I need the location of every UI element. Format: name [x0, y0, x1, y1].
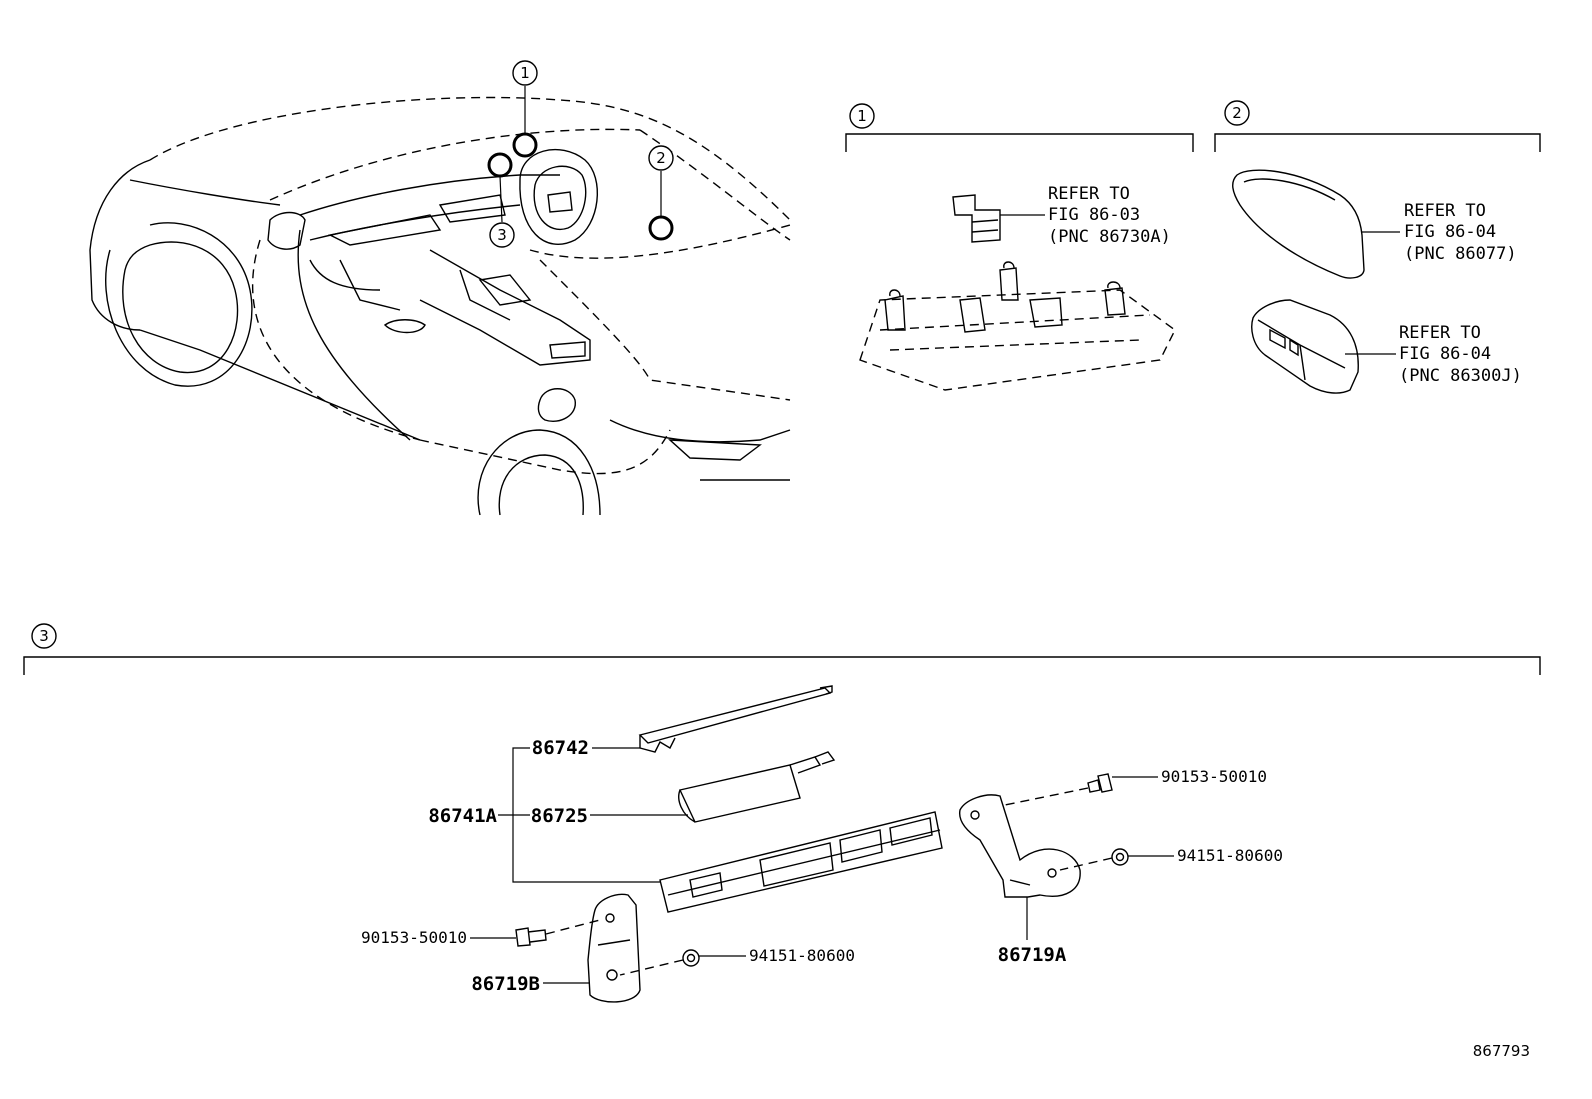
part-86719B-drawing	[587, 893, 641, 1003]
car-callout-1: 1	[512, 60, 538, 86]
section-2-refer-a-line1: REFER TO	[1404, 201, 1486, 221]
part-number-90153-right: 90153-50010	[1161, 767, 1267, 786]
car-callout-2: 2	[648, 145, 674, 171]
part-number-90153-left: 90153-50010	[361, 928, 467, 947]
section-2-refer-b-line1: REFER TO	[1399, 323, 1481, 343]
section-1-console-part	[859, 261, 1176, 391]
section-3-number: 3	[39, 627, 49, 645]
section-1-bracket	[845, 133, 1194, 152]
car-interior-illustration: 1 2 3	[89, 60, 791, 516]
part-number-86741A: 86741A	[428, 805, 497, 827]
section-3: 3	[23, 623, 1541, 1003]
nut-right-drawing	[1111, 848, 1129, 866]
section-1-refer-line3: (PNC 86730A)	[1048, 227, 1171, 247]
callout-label-2: 2	[656, 149, 666, 167]
section-1: 1 REFER TO FIG 86-03 (PNC 86730A)	[845, 103, 1194, 391]
callout-label-3: 3	[497, 226, 507, 244]
bolt-left-drawing	[515, 927, 547, 947]
callout-label-1: 1	[520, 64, 530, 82]
section-2-refer-a-line3: (PNC 86077)	[1404, 244, 1517, 264]
section-3-bracket	[23, 656, 1541, 675]
part-number-94151-right: 94151-80600	[1177, 846, 1283, 865]
section-2-refer-b-line2: FIG 86-04	[1399, 344, 1491, 364]
section-2-refer-b-line3: (PNC 86300J)	[1399, 366, 1522, 386]
section-1-refer-line2: FIG 86-03	[1048, 205, 1140, 225]
shark-fin-antenna-part	[1232, 169, 1365, 279]
part-number-86742: 86742	[532, 737, 589, 759]
part-86725-drawing	[678, 751, 836, 823]
section-2: 2 REFER TO FIG 86-04 (PNC 86077) REFER T…	[1214, 100, 1541, 394]
figure-id: 867793	[1473, 1042, 1530, 1060]
section-2-number: 2	[1232, 104, 1242, 122]
section-2-bracket	[1214, 133, 1541, 152]
part-86719A-drawing	[958, 794, 1081, 898]
car-callout-3: 3	[489, 222, 515, 248]
part-86742-drawing	[638, 685, 833, 753]
part-86741A-main-unit-drawing	[659, 811, 943, 913]
antenna-base-part	[1251, 299, 1359, 394]
section-1-number: 1	[857, 107, 867, 125]
part-number-94151-left: 94151-80600	[749, 946, 855, 965]
nut-left-drawing	[682, 949, 700, 967]
section-1-refer-line1: REFER TO	[1048, 184, 1130, 204]
section-1-bracket-part	[952, 194, 1001, 243]
part-number-86719B: 86719B	[471, 973, 540, 995]
bolt-right-drawing	[1087, 773, 1113, 793]
section-2-refer-a-line2: FIG 86-04	[1404, 222, 1496, 242]
part-number-86725: 86725	[531, 805, 588, 827]
part-number-86719A: 86719A	[998, 944, 1067, 966]
